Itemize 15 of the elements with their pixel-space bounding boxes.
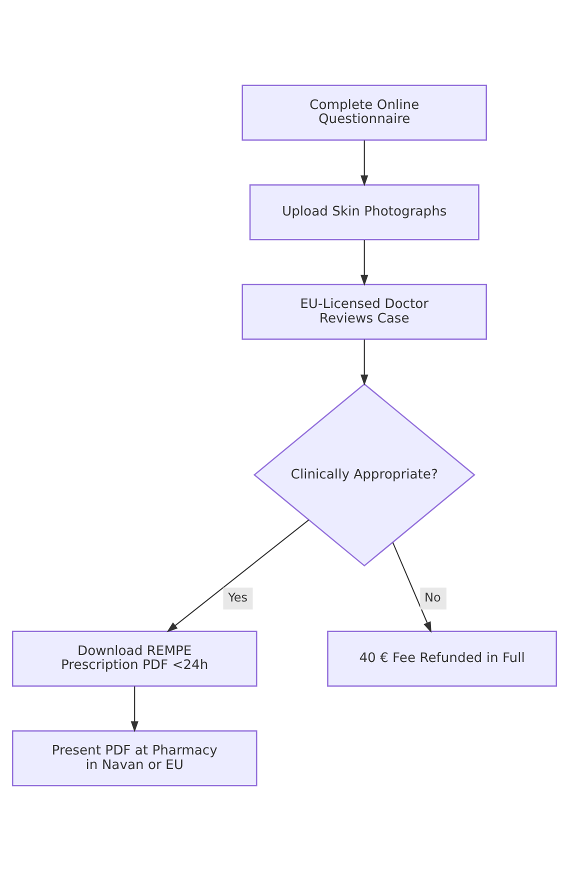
edge-label: Yes bbox=[228, 590, 248, 605]
node-diamond: Clinically Appropriate? bbox=[253, 383, 476, 567]
arrow bbox=[130, 686, 138, 732]
node-box: 40 € Fee Refunded in Full bbox=[327, 630, 558, 687]
arrow bbox=[360, 240, 368, 286]
node-box: Complete Online Questionnaire bbox=[242, 84, 488, 141]
edge-label: No bbox=[424, 590, 441, 605]
arrow bbox=[392, 542, 432, 633]
node-box: Download REMPE Prescription PDF <24h bbox=[12, 630, 258, 687]
arrow bbox=[166, 520, 310, 632]
node-box: EU-Licensed Doctor Reviews Case bbox=[242, 284, 488, 340]
arrow bbox=[360, 140, 368, 186]
node-box: Upload Skin Photographs bbox=[249, 184, 480, 240]
arrow bbox=[360, 340, 368, 386]
node-box: Present PDF at Pharmacy in Navan or EU bbox=[12, 730, 258, 786]
